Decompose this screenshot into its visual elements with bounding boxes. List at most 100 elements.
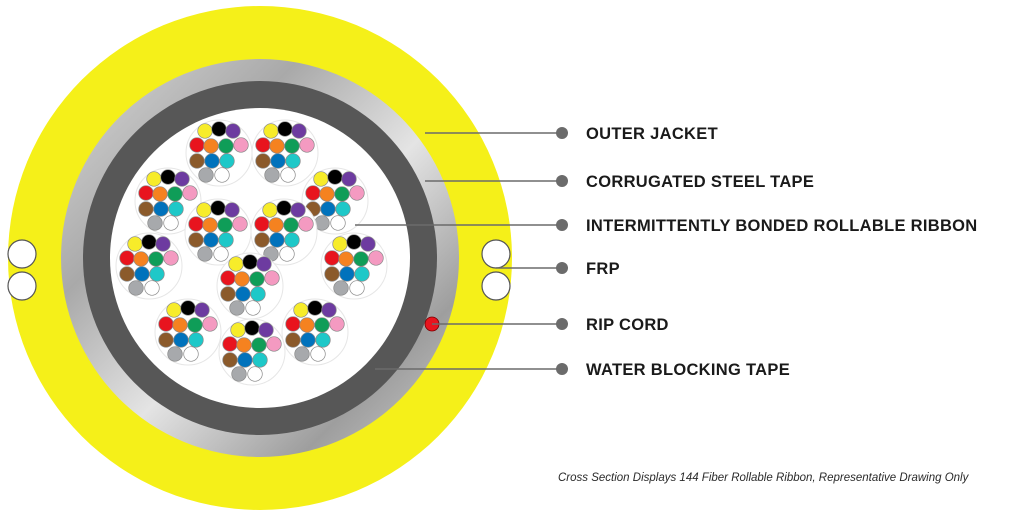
optical-fiber (224, 202, 240, 218)
optical-fiber (276, 200, 292, 216)
optical-fiber (220, 286, 236, 302)
optical-fiber (144, 280, 160, 296)
optical-fiber (228, 256, 244, 272)
optical-fiber (255, 137, 271, 153)
optical-fiber (141, 234, 157, 250)
optical-fiber (218, 232, 234, 248)
optical-fiber (158, 316, 174, 332)
optical-fiber (155, 236, 171, 252)
optical-fiber (283, 217, 299, 233)
optical-fiber (202, 316, 218, 332)
optical-fiber (198, 167, 214, 183)
optical-fiber (222, 352, 238, 368)
optical-fiber (333, 280, 349, 296)
optical-fiber (211, 121, 227, 137)
label-outer-jacket: OUTER JACKET (586, 125, 718, 143)
optical-fiber (127, 236, 143, 252)
optical-fiber (250, 286, 266, 302)
optical-fiber (133, 251, 149, 267)
optical-fiber (270, 153, 286, 169)
optical-fiber (263, 123, 279, 139)
fiber-bundle (216, 252, 284, 320)
optical-fiber (339, 266, 355, 282)
optical-fiber (204, 153, 220, 169)
optical-fiber (230, 322, 246, 338)
optical-fiber (218, 138, 234, 154)
optical-fiber (167, 346, 183, 362)
optical-fiber (314, 317, 330, 333)
optical-fiber (255, 153, 271, 169)
optical-fiber (266, 336, 282, 352)
optical-fiber (258, 322, 274, 338)
optical-fiber (147, 215, 163, 231)
optical-fiber (138, 201, 154, 217)
optical-fiber (315, 332, 331, 348)
fiber-ribbon-bundles (115, 119, 388, 386)
optical-fiber (187, 317, 203, 333)
optical-fiber (220, 270, 236, 286)
frp-strength-members-right (481, 239, 511, 301)
optical-fiber (214, 167, 230, 183)
fiber-bundle (301, 167, 369, 235)
fiber-bundle (185, 119, 253, 187)
optical-fiber (173, 332, 189, 348)
optical-fiber (217, 217, 233, 233)
optical-fiber (188, 232, 204, 248)
fiber-bundle (320, 232, 388, 300)
optical-fiber (152, 186, 168, 202)
optical-fiber (146, 171, 162, 187)
leader-dot-frp (556, 262, 568, 274)
optical-fiber (269, 138, 285, 154)
optical-fiber (349, 280, 365, 296)
optical-fiber (269, 232, 285, 248)
optical-fiber (324, 250, 340, 266)
frp-strength-members-left (7, 239, 37, 301)
optical-fiber (277, 121, 293, 137)
fiber-bundle (250, 198, 318, 266)
optical-fiber (254, 216, 270, 232)
optical-fiber (294, 346, 310, 362)
optical-fiber (196, 202, 212, 218)
optical-fiber (319, 186, 335, 202)
optical-fiber (353, 251, 369, 267)
optical-fiber (235, 286, 251, 302)
optical-fiber (262, 202, 278, 218)
optical-fiber (210, 200, 226, 216)
optical-fiber (189, 137, 205, 153)
optical-fiber (368, 250, 384, 266)
leader-dot-outer-jacket (556, 127, 568, 139)
optical-fiber (305, 185, 321, 201)
optical-fiber (354, 266, 370, 282)
caption: Cross Section Displays 144 Fiber Rollabl… (558, 472, 970, 484)
leader-dot-corrugated-steel-tape (556, 175, 568, 187)
optical-fiber (166, 302, 182, 318)
optical-fiber (202, 217, 218, 233)
optical-fiber (254, 232, 270, 248)
fiber-bundle (184, 198, 252, 266)
optical-fiber (219, 153, 235, 169)
optical-fiber (234, 271, 250, 287)
fiber-bundle (134, 167, 202, 235)
leader-lines (355, 127, 568, 375)
optical-fiber (148, 251, 164, 267)
optical-fiber (188, 332, 204, 348)
optical-fiber (264, 167, 280, 183)
fiber-bundle (115, 232, 183, 300)
optical-fiber (329, 316, 345, 332)
optical-fiber (194, 302, 210, 318)
optical-fiber (324, 266, 340, 282)
optical-fiber (203, 232, 219, 248)
optical-fiber (299, 137, 315, 153)
optical-fiber (168, 201, 184, 217)
optical-fiber (225, 123, 241, 139)
optical-fiber (291, 123, 307, 139)
optical-fiber (284, 232, 300, 248)
optical-fiber (293, 302, 309, 318)
optical-fiber (256, 256, 272, 272)
optical-fiber (313, 171, 329, 187)
optical-fiber (349, 185, 365, 201)
optical-fiber (320, 201, 336, 217)
optical-fiber (310, 346, 326, 362)
fiber-bundle (218, 318, 286, 386)
optical-fiber (264, 270, 280, 286)
